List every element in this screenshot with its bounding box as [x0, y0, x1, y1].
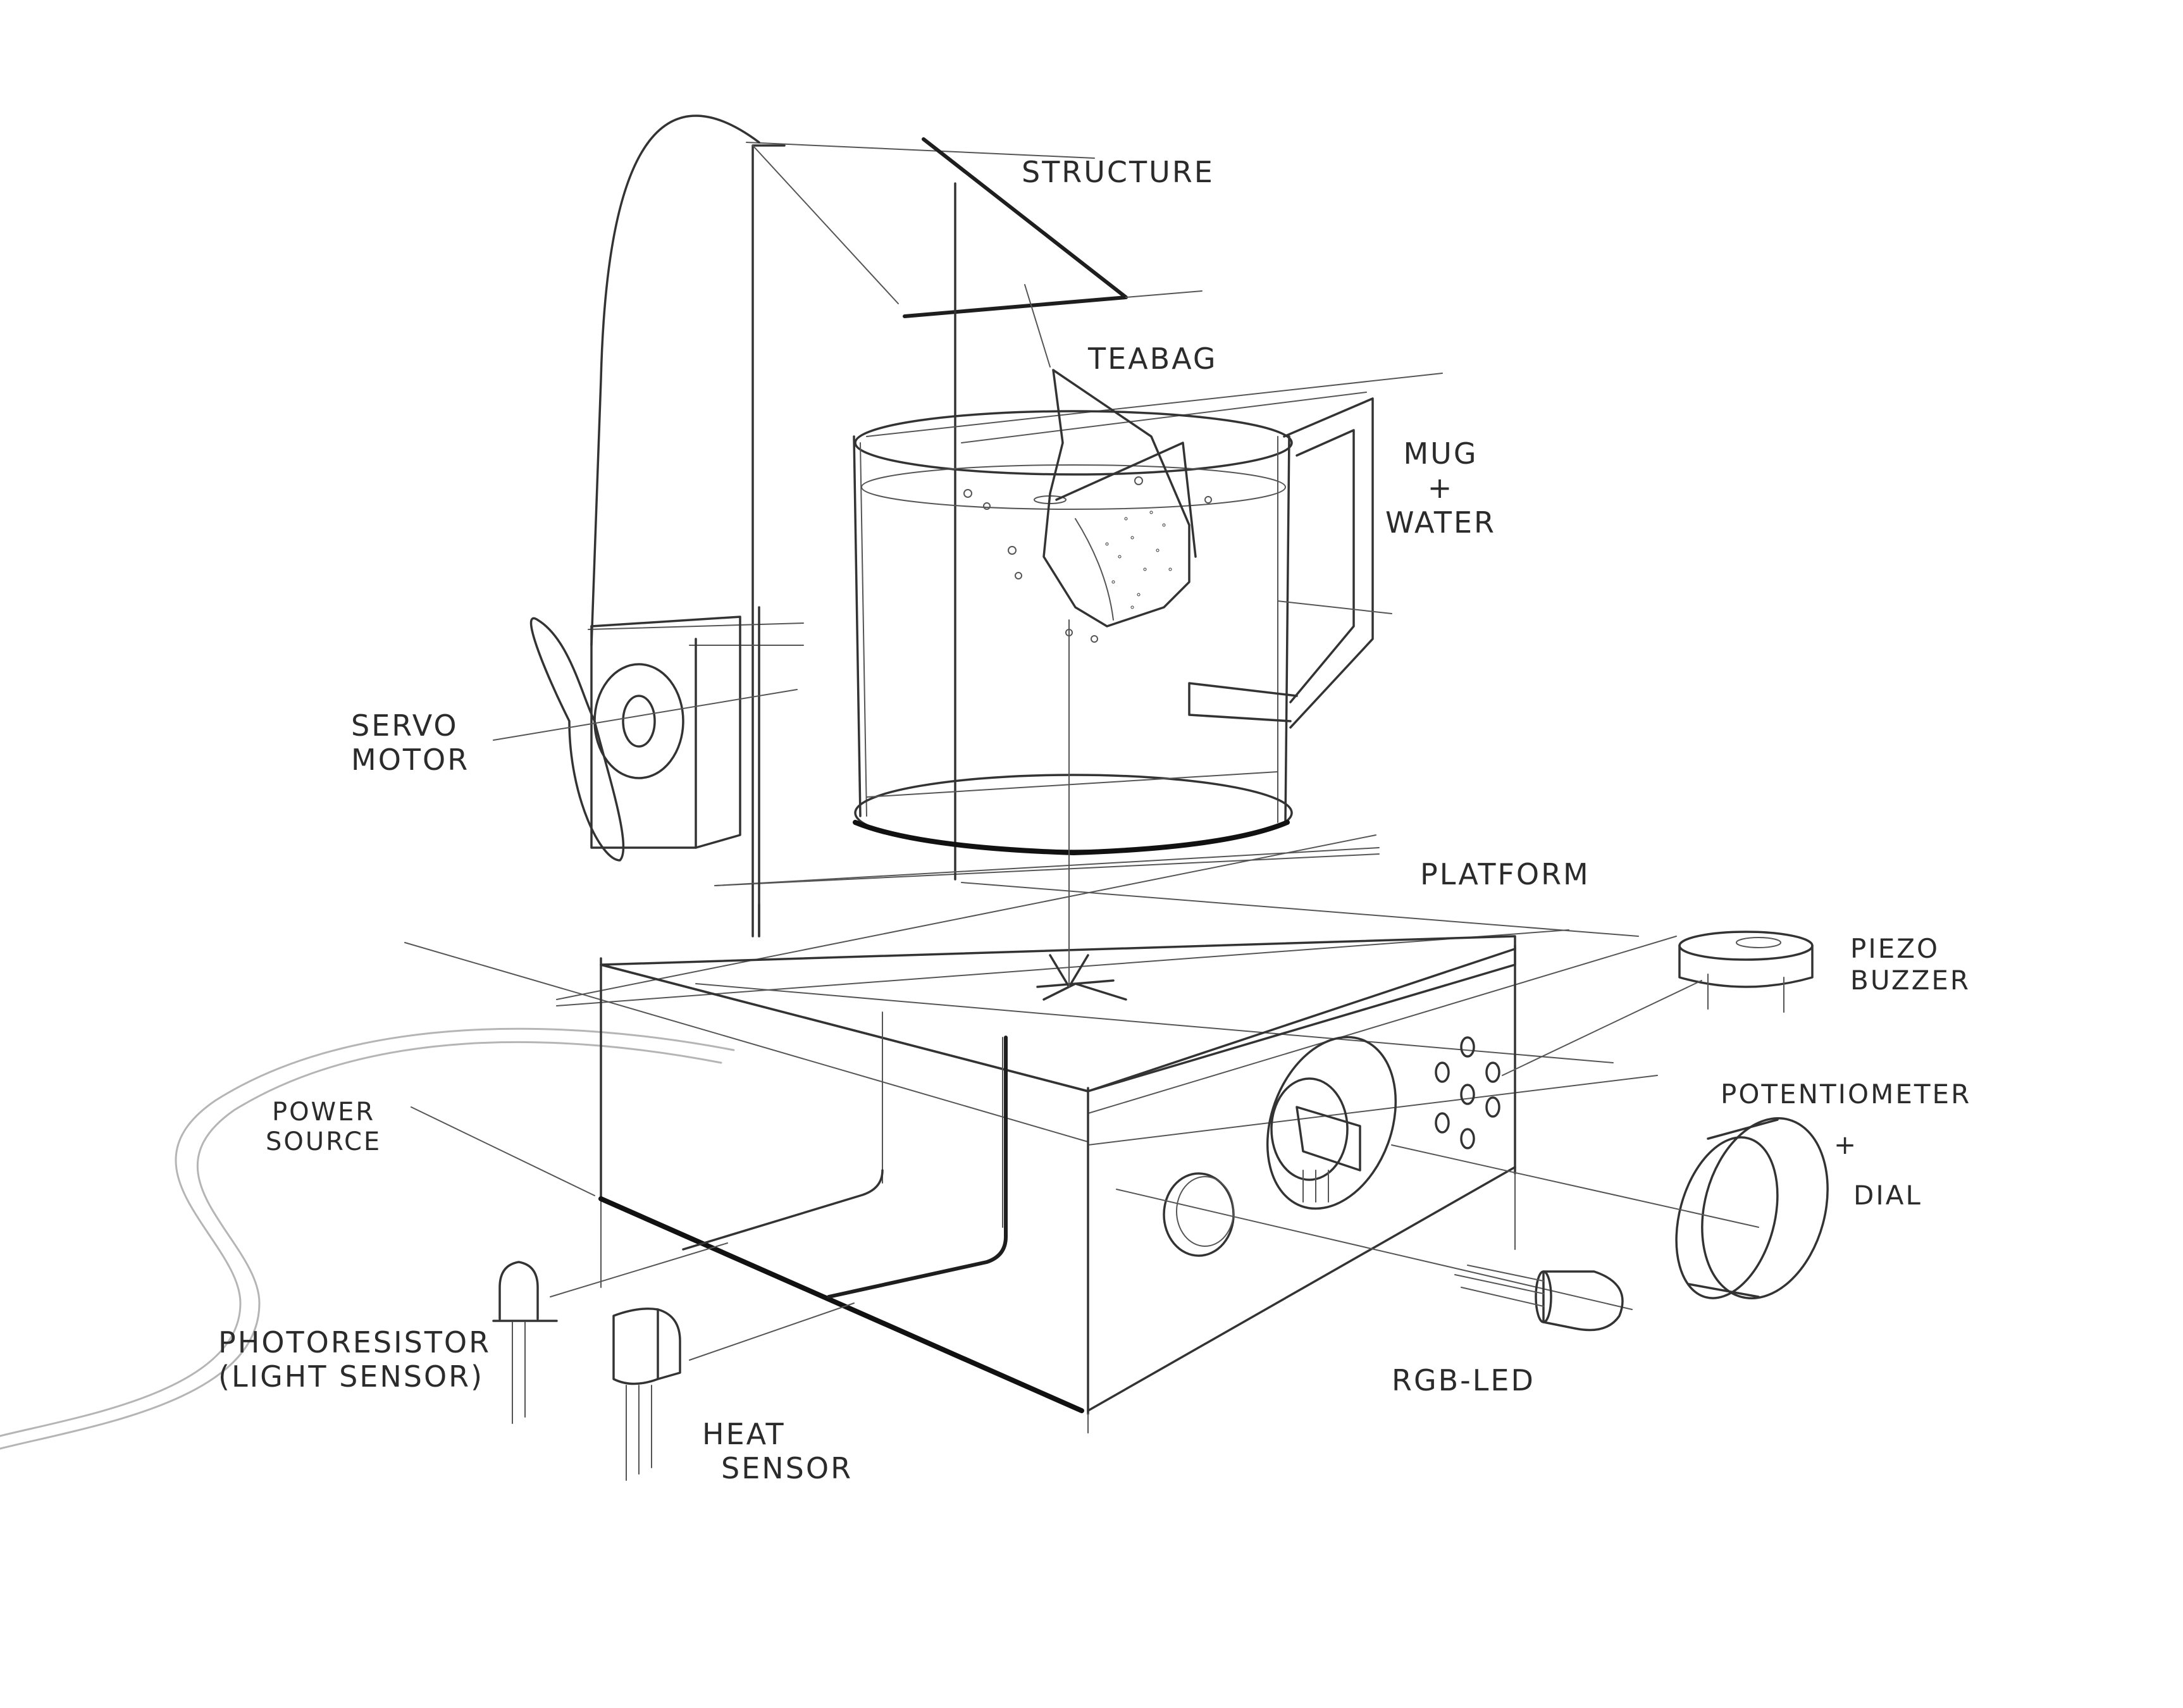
heat-label: HEAT: [702, 1417, 786, 1451]
mug-label: MUG: [1403, 436, 1478, 471]
sensor-label: SENSOR: [721, 1451, 853, 1486]
heat-sensor-label: HEAT SENSOR: [702, 1417, 853, 1486]
photoresistor-name-label: PHOTORESISTOR: [218, 1325, 492, 1359]
servo-label: SERVO: [351, 709, 459, 743]
motor-label: MOTOR: [351, 743, 470, 777]
piezo-label: PIEZO: [1850, 933, 1940, 964]
photoresistor: [492, 1242, 728, 1424]
rgb-led-label: RGB-LED: [1392, 1363, 1535, 1397]
photoresistor-label: PHOTORESISTOR (LIGHT SENSOR): [218, 1325, 491, 1394]
source-label: SOURCE: [266, 1127, 382, 1157]
dial-label: DIAL: [1853, 1179, 1922, 1211]
teabag: [1042, 369, 1197, 628]
light-sensor-label: (LIGHT SENSOR): [218, 1359, 485, 1394]
mug-plus-label: +: [1427, 471, 1454, 505]
mug-water-label: MUG + WATER: [1385, 436, 1496, 540]
servo-motor: [493, 606, 804, 938]
heat-sensor: [612, 1303, 855, 1481]
front-face-components: [1163, 1036, 1500, 1257]
piezo-buzzer: [1502, 931, 1814, 1076]
power-source-leader: [411, 1106, 595, 1196]
power-label: POWER: [271, 1098, 376, 1127]
potentiometer-dial-label: POTENTIOMETER + DIAL: [1721, 1069, 1971, 1220]
structure-arm: [590, 114, 1380, 938]
power-cable: [0, 1027, 735, 1450]
platform-box: [404, 834, 1677, 1433]
power-source-label: POWER SOURCE: [266, 1098, 381, 1157]
teabag-leaves: [1105, 511, 1172, 609]
potentiometer-plus-label: +: [1834, 1129, 1858, 1160]
servo-motor-label: SERVO MOTOR: [351, 709, 469, 777]
water-label: WATER: [1385, 505, 1496, 540]
teabag-label: TEABAG: [1088, 342, 1218, 376]
rgb-led: [1116, 1189, 1633, 1332]
mug-and-water: [853, 373, 1443, 855]
potentiometer-label: POTENTIOMETER: [1721, 1079, 1972, 1110]
potentiometer-dial: [1391, 1117, 1829, 1299]
platform-label: PLATFORM: [1420, 857, 1590, 891]
buzzer-label: BUZZER: [1850, 964, 1971, 996]
piezo-buzzer-label: PIEZO BUZZER: [1850, 933, 1970, 996]
structure-label: STRUCTURE: [1022, 155, 1215, 189]
